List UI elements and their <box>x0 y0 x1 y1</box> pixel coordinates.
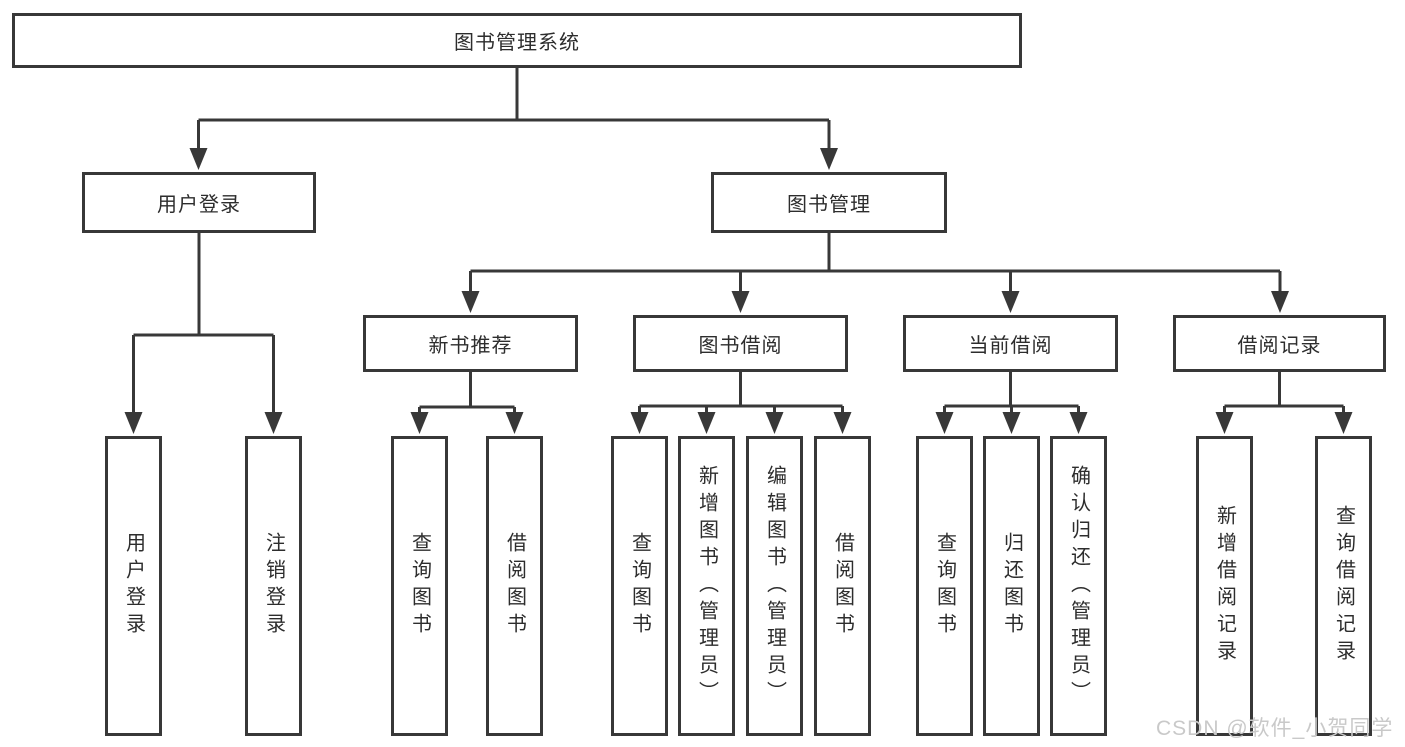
leaf-edit-books-admin: 编辑图书（管理员） <box>746 436 803 736</box>
leaf-return-books: 归还图书 <box>983 436 1040 736</box>
leaf-add-books-admin: 新增图书（管理员） <box>678 436 735 736</box>
node-label: 编辑图书（管理员） <box>763 464 786 708</box>
leaf-borrow-books-recommend: 借阅图书 <box>486 436 543 736</box>
node-library-system: 图书管理系统 <box>12 13 1022 68</box>
leaf-borrow-books: 借阅图书 <box>814 436 871 736</box>
node-label: 图书管理 <box>787 194 871 216</box>
arrowheads <box>124 148 1353 434</box>
node-label: 用户登录 <box>122 532 145 640</box>
node-new-book-recommend: 新书推荐 <box>363 315 578 372</box>
node-label: 注销登录 <box>262 532 285 640</box>
leaf-user-login: 用户登录 <box>105 436 162 736</box>
node-label: 确认归还（管理员） <box>1067 464 1090 708</box>
leaf-add-borrow-record: 新增借阅记录 <box>1196 436 1253 736</box>
node-label: 查询图书 <box>933 532 956 640</box>
node-label: 新增图书（管理员） <box>695 464 718 708</box>
node-label: 借阅图书 <box>831 532 854 640</box>
node-book-management: 图书管理 <box>711 172 947 233</box>
node-label: 查询图书 <box>408 532 431 640</box>
node-label: 用户登录 <box>157 194 241 216</box>
leaf-query-books-borrow: 查询图书 <box>611 436 668 736</box>
node-label: 图书借阅 <box>698 335 783 357</box>
node-label: 借阅图书 <box>503 532 526 640</box>
node-book-borrow: 图书借阅 <box>633 315 848 372</box>
leaf-query-books-current: 查询图书 <box>916 436 973 736</box>
node-label: 归还图书 <box>1000 532 1023 640</box>
node-current-borrow: 当前借阅 <box>903 315 1118 372</box>
leaf-query-borrow-record: 查询借阅记录 <box>1315 436 1372 736</box>
node-borrow-records: 借阅记录 <box>1173 315 1386 372</box>
node-label: 查询借阅记录 <box>1332 505 1355 667</box>
csdn-watermark: CSDN @软件_小贺同学 <box>1156 717 1394 740</box>
node-label: 借阅记录 <box>1237 335 1322 357</box>
node-label: 新书推荐 <box>428 335 513 357</box>
node-user-login: 用户登录 <box>82 172 316 233</box>
node-label: 新增借阅记录 <box>1213 505 1236 667</box>
leaf-confirm-return-admin: 确认归还（管理员） <box>1050 436 1107 736</box>
leaf-logout: 注销登录 <box>245 436 302 736</box>
node-label: 图书管理系统 <box>454 32 580 54</box>
node-label: 当前借阅 <box>968 335 1053 357</box>
leaf-query-books-recommend: 查询图书 <box>391 436 448 736</box>
node-label: 查询图书 <box>628 532 651 640</box>
